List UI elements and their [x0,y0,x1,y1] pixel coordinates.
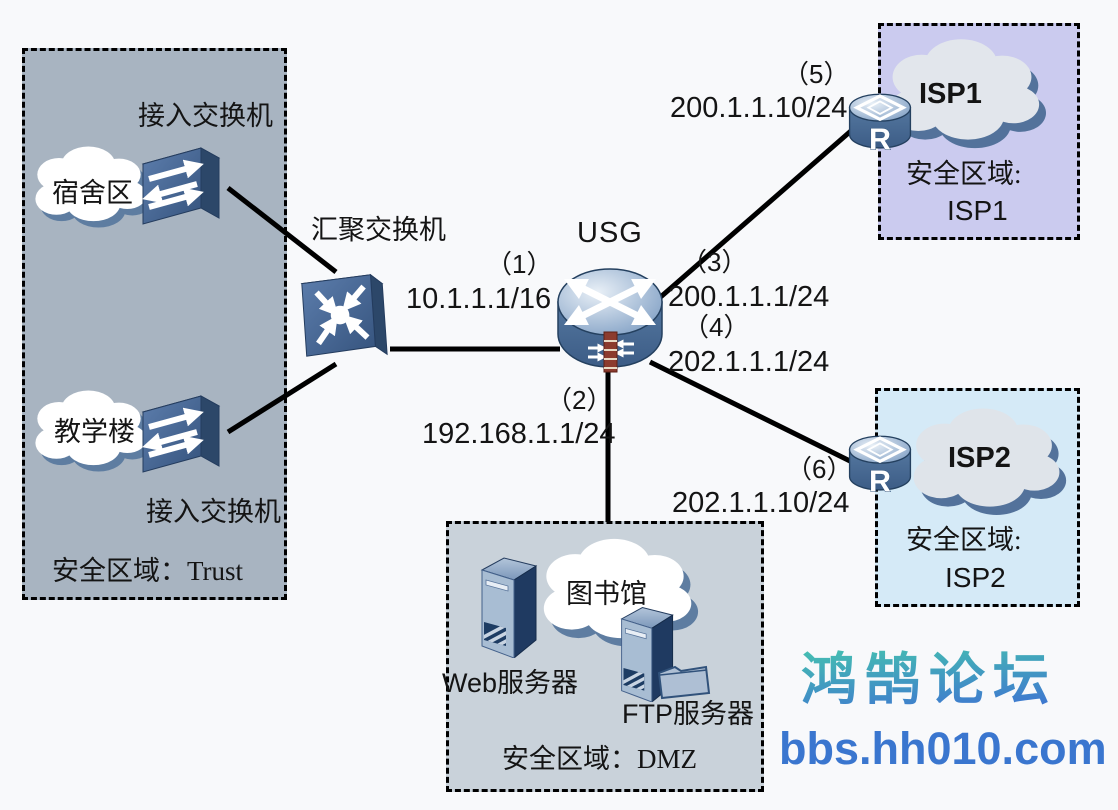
isp2-cloud-label: ISP2 [948,442,1011,474]
watermark-title: 鸿鹄论坛 [801,648,1057,711]
isp1-cloud-label: ISP1 [919,78,982,110]
link3-number-label: （3） [681,247,748,277]
watermark-url: bbs.hh010.com [779,723,1107,774]
isp1-zone-label-line2: ISP1 [947,195,1008,226]
isp1-zone-label-line1: 安全区域: [906,159,1022,189]
dmz-zone-label: 安全区域：DMZ [502,744,697,774]
isp1-router-icon [845,88,915,156]
link5-ip-label: 200.1.1.10/24 [670,92,848,124]
dormitory-cloud-label: 宿舍区 [52,178,133,208]
web-server-icon [474,550,548,658]
link-usg-isp1 [646,128,854,310]
teaching-building-cloud-label: 教学楼 [54,417,135,447]
link-usg-isp2 [648,359,854,465]
aggregation-switch-icon [292,262,394,370]
ftp-server-label: FTP服务器 [622,699,754,729]
isp2-router-icon [845,430,915,498]
trust-zone-box [22,48,287,600]
link-access1-agg [226,186,338,274]
link6-ip-label: 202.1.1.10/24 [672,487,850,519]
isp2-zone-label-line2: ISP2 [945,562,1006,593]
usg-label: USG [577,217,643,249]
trust-zone-label: 安全区域：Trust [52,556,244,586]
link-access2-agg [226,361,338,435]
access-switch-bottom-label: 接入交换机 [146,497,281,527]
access-switch-top-label: 接入交换机 [138,101,273,131]
link1-number-label: （1） [486,249,553,279]
link2-ip-label: 192.168.1.1/24 [422,418,616,450]
access-switch-bottom-icon [134,386,232,482]
link5-number-label: （5） [783,59,850,89]
link3-ip-label: 200.1.1.1/24 [668,281,830,313]
library-cloud-label: 图书馆 [566,579,647,609]
web-server-label: Web服务器 [442,668,579,698]
ftp-folder-icon [656,660,712,702]
usg-firewall-icon [550,260,670,376]
access-switch-top-icon [134,138,232,234]
aggregation-switch-label: 汇聚交换机 [311,215,446,245]
link4-number-label: （4） [683,312,750,342]
link6-number-label: （6） [786,454,853,484]
link4-ip-label: 202.1.1.1/24 [668,346,830,378]
isp2-zone-label-line1: 安全区域: [906,525,1022,555]
link1-ip-label: 10.1.1.1/16 [406,283,552,315]
link2-number-label: （2） [546,385,613,415]
